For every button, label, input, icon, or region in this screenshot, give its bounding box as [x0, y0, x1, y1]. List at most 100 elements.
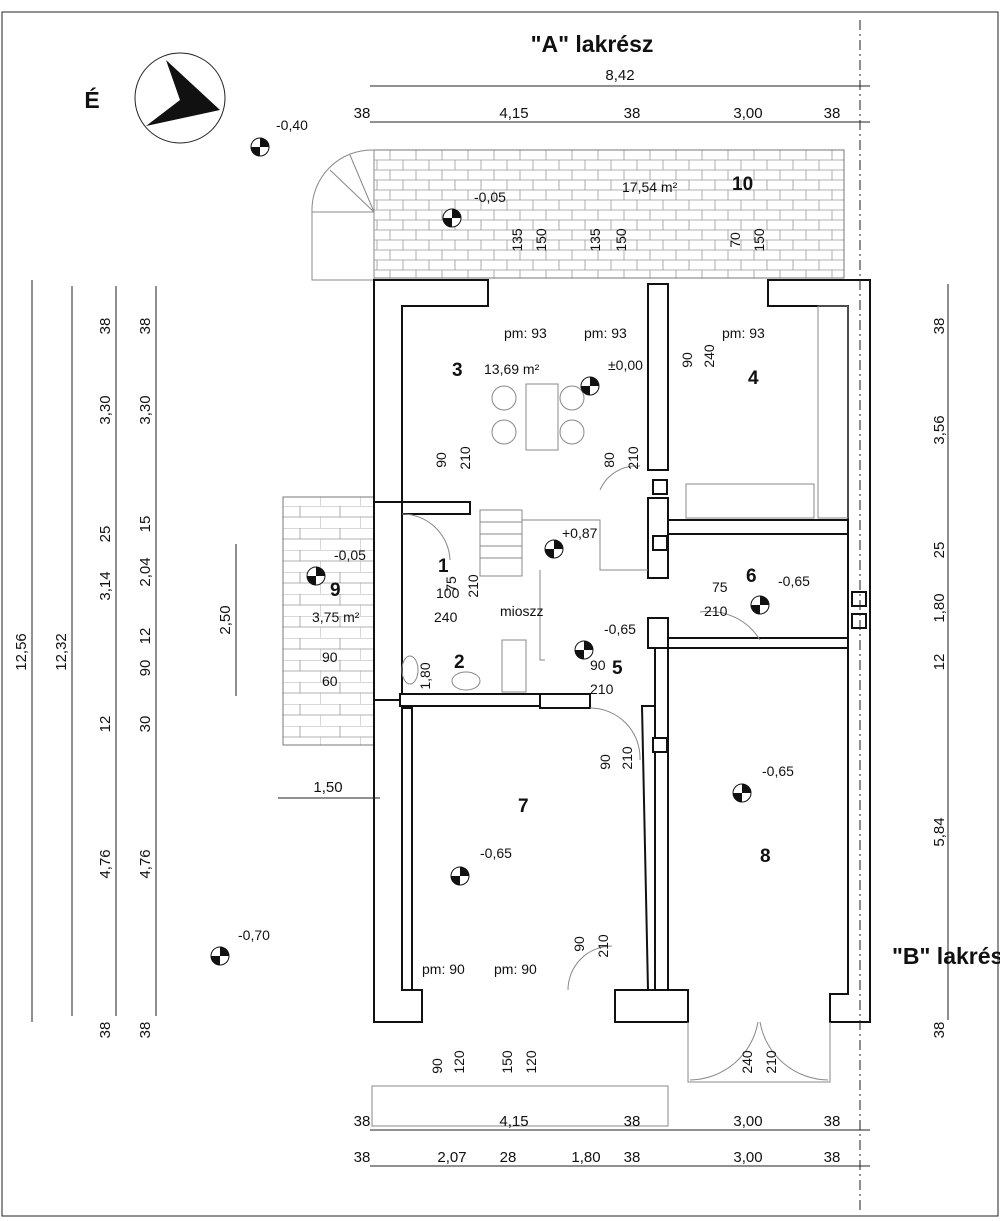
svg-text:1,80: 1,80 [417, 662, 433, 689]
dim-stair: 2,50 [217, 605, 234, 634]
spiral-stair [311, 149, 375, 281]
dims-left-4: 38 3,30 15 2,04 12 90 30 4,76 38 [137, 318, 154, 1039]
svg-text:3,00: 3,00 [733, 105, 762, 122]
svg-text:90: 90 [322, 649, 338, 665]
svg-text:38: 38 [624, 1149, 641, 1166]
svg-text:1,80: 1,80 [571, 1149, 600, 1166]
svg-text:38: 38 [354, 1113, 371, 1130]
title-a: "A" lakrész [531, 31, 654, 57]
north-arrow-icon [134, 52, 226, 144]
svg-text:pm: 93: pm: 93 [584, 325, 627, 341]
svg-text:90: 90 [433, 452, 449, 468]
svg-text:5: 5 [612, 658, 623, 679]
svg-text:90: 90 [679, 352, 695, 368]
svg-text:6: 6 [746, 566, 757, 587]
svg-text:38: 38 [931, 1022, 948, 1039]
svg-text:90: 90 [137, 660, 154, 677]
level-marker-icons [210, 137, 770, 966]
svg-text:2: 2 [454, 652, 465, 673]
svg-text:-0,05: -0,05 [474, 189, 506, 205]
dims-right: 38 3,56 25 1,80 12 5,84 38 [931, 318, 948, 1039]
svg-text:38: 38 [137, 318, 154, 335]
svg-text:25: 25 [931, 542, 948, 559]
room-numbers: 1 2 3 4 5 6 7 8 9 10 [330, 174, 771, 867]
svg-text:70: 70 [727, 232, 743, 248]
svg-text:3,56: 3,56 [931, 415, 948, 444]
svg-text:-0,40: -0,40 [276, 117, 308, 133]
svg-text:75: 75 [712, 579, 728, 595]
entrance-steps [282, 496, 375, 746]
svg-text:30: 30 [137, 716, 154, 733]
svg-text:3: 3 [452, 360, 463, 381]
svg-text:12: 12 [97, 716, 114, 733]
svg-text:38: 38 [824, 1113, 841, 1130]
svg-text:7: 7 [518, 796, 529, 817]
svg-text:8: 8 [760, 846, 771, 867]
svg-text:9: 9 [330, 580, 341, 601]
svg-text:25: 25 [97, 526, 114, 543]
svg-text:4,76: 4,76 [97, 849, 114, 878]
svg-text:4,15: 4,15 [499, 105, 528, 122]
svg-text:±0,00: ±0,00 [608, 357, 643, 373]
svg-text:4,15: 4,15 [499, 1113, 528, 1130]
svg-text:1,80: 1,80 [931, 593, 948, 622]
dim-overall: 8,42 [605, 67, 634, 84]
svg-text:2,07: 2,07 [437, 1149, 466, 1166]
svg-text:38: 38 [354, 105, 371, 122]
svg-text:240: 240 [739, 1050, 755, 1074]
dims-top: 38 4,15 38 3,00 38 [354, 105, 841, 122]
dimension-lines [31, 20, 949, 1210]
dims-bottom-1: 38 4,15 38 3,00 38 [354, 1113, 841, 1130]
svg-text:3,30: 3,30 [97, 395, 114, 424]
svg-text:-0,65: -0,65 [762, 763, 794, 779]
svg-text:210: 210 [619, 746, 635, 770]
svg-text:150: 150 [751, 228, 767, 252]
svg-text:210: 210 [590, 681, 614, 697]
svg-text:-0,65: -0,65 [604, 621, 636, 637]
svg-text:38: 38 [624, 1113, 641, 1130]
svg-text:17,54 m²: 17,54 m² [622, 179, 678, 195]
dims-left-3: 38 3,30 25 3,14 12 4,76 38 [97, 318, 114, 1039]
svg-text:38: 38 [824, 1149, 841, 1166]
sill-heights: pm: 93 pm: 93 pm: 93 pm: 90 pm: 90 [422, 325, 765, 977]
svg-text:90: 90 [571, 936, 587, 952]
svg-text:38: 38 [97, 1022, 114, 1039]
svg-text:-0,70: -0,70 [238, 927, 270, 943]
svg-text:3,00: 3,00 [733, 1113, 762, 1130]
svg-text:+0,87: +0,87 [562, 525, 598, 541]
svg-text:150: 150 [613, 228, 629, 252]
svg-text:12: 12 [931, 654, 948, 671]
svg-text:90: 90 [590, 657, 606, 673]
svg-text:150: 150 [533, 228, 549, 252]
svg-text:120: 120 [523, 1050, 539, 1074]
svg-text:210: 210 [625, 446, 641, 470]
svg-text:210: 210 [457, 446, 473, 470]
svg-text:3,00: 3,00 [733, 1149, 762, 1166]
svg-text:15: 15 [137, 516, 154, 533]
level-labels: -0,40 -0,05 ±0,00 +0,87 -0,05 -0,65 -0,6… [238, 117, 810, 943]
dim-ramp: 1,50 [313, 779, 342, 796]
svg-text:240: 240 [701, 344, 717, 368]
svg-text:135: 135 [509, 228, 525, 252]
svg-text:135: 135 [587, 228, 603, 252]
svg-text:28: 28 [500, 1149, 517, 1166]
kitchen-counter [817, 305, 849, 519]
dim-left-2: 12,32 [53, 633, 70, 671]
svg-text:4: 4 [748, 368, 759, 389]
svg-text:80: 80 [601, 452, 617, 468]
svg-text:38: 38 [624, 105, 641, 122]
svg-text:100: 100 [436, 585, 460, 601]
title-b: "B" lakrész [892, 943, 1000, 969]
watermark: mioszz [500, 603, 544, 619]
svg-text:240: 240 [434, 609, 458, 625]
svg-text:150: 150 [499, 1050, 515, 1074]
svg-text:1: 1 [438, 556, 449, 577]
interior-stair [479, 509, 523, 577]
svg-text:2,04: 2,04 [137, 557, 154, 586]
svg-text:38: 38 [931, 318, 948, 335]
svg-text:38: 38 [354, 1149, 371, 1166]
svg-text:210: 210 [763, 1050, 779, 1074]
svg-text:5,84: 5,84 [931, 817, 948, 846]
svg-text:3,14: 3,14 [97, 571, 114, 600]
svg-text:210: 210 [704, 603, 728, 619]
